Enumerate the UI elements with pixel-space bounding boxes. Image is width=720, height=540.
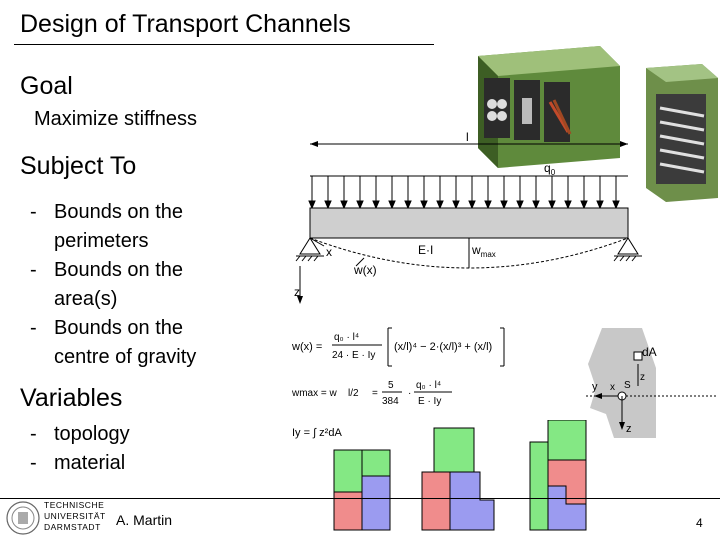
wmax-formula-n2: q₀ · l⁴ xyxy=(416,380,441,391)
x-axis-label: x xyxy=(326,245,332,259)
list-item: -material xyxy=(30,452,126,474)
university-logo-text: TECHNISCHE UNIVERSITÄT DARMSTADT xyxy=(44,500,106,533)
w-formula-bracket: (x/l)⁴ − 2·(x/l)³ + (x/l) xyxy=(394,341,492,353)
left-support xyxy=(295,237,324,262)
topology-example-3 xyxy=(529,420,587,531)
wmax-formula-d2: E · Iy xyxy=(418,396,441,407)
iy-formula: Iy = ∫ z²dA xyxy=(292,427,342,439)
channel-photo-1 xyxy=(478,46,620,168)
logo-line: UNIVERSITÄT xyxy=(44,511,106,521)
page-number: 4 xyxy=(696,516,703,530)
wmax-formula-lhs: wmax = w xyxy=(291,388,338,399)
da-label: dA xyxy=(642,345,657,359)
section-z2-label: z xyxy=(640,372,645,383)
wmax-formula-n1: 5 xyxy=(388,380,394,391)
goal-item: Maximize stiffness xyxy=(34,108,198,130)
load-label: q0 xyxy=(544,161,556,177)
area-element xyxy=(633,351,643,361)
wmax-formula-d1: 384 xyxy=(382,396,399,407)
w-formula-lhs: w(x) = xyxy=(291,341,322,353)
cross-section-diagram: dA y x S z z xyxy=(586,328,718,438)
beam xyxy=(309,207,629,239)
slide-title: Design of Transport Channels xyxy=(20,10,351,38)
author: A. Martin xyxy=(116,512,173,528)
z-axis-label: z xyxy=(294,285,300,299)
wx-label: w(x) xyxy=(353,263,377,277)
variables-heading: Variables xyxy=(20,384,123,412)
title-divider xyxy=(14,44,434,45)
right-support xyxy=(613,237,642,262)
goal-heading: Goal xyxy=(20,72,73,100)
wmax-formula-eq: = xyxy=(372,388,378,399)
logo-line: TECHNISCHE xyxy=(44,500,105,510)
topology-example-1 xyxy=(333,449,391,531)
topology-example-2 xyxy=(421,427,495,531)
centroid-label: S xyxy=(624,380,631,391)
beam-diagram: l q0 x xyxy=(294,130,642,304)
ei-label: E·I xyxy=(418,243,433,257)
channel-photo-2 xyxy=(646,64,718,202)
svg-text:·: · xyxy=(408,388,411,399)
wmax-formula-arg: l/2 xyxy=(348,388,359,399)
variables-list: -topology -material xyxy=(30,420,130,478)
logo-line: DARMSTADT xyxy=(44,522,101,532)
formulas: w(x) = q₀ · l⁴ 24 · E · Iy (x/l)⁴ − 2·(x… xyxy=(291,327,505,439)
footer-divider xyxy=(0,498,720,499)
w-formula-den: 24 · E · Iy xyxy=(332,350,375,361)
w-formula-num: q₀ · l⁴ xyxy=(334,332,359,343)
subject-heading: Subject To xyxy=(20,152,137,180)
list-item: -topology xyxy=(30,423,130,445)
section-z-label: z xyxy=(626,423,632,435)
distributed-load-arrows xyxy=(308,176,620,210)
topology-examples xyxy=(333,420,587,531)
channel-photos xyxy=(470,38,720,208)
university-seal-icon xyxy=(6,501,40,535)
wmax-label: wmax xyxy=(471,243,496,259)
length-label: l xyxy=(466,130,469,144)
section-x-label: x xyxy=(610,382,615,393)
section-y-label: y xyxy=(592,381,598,393)
